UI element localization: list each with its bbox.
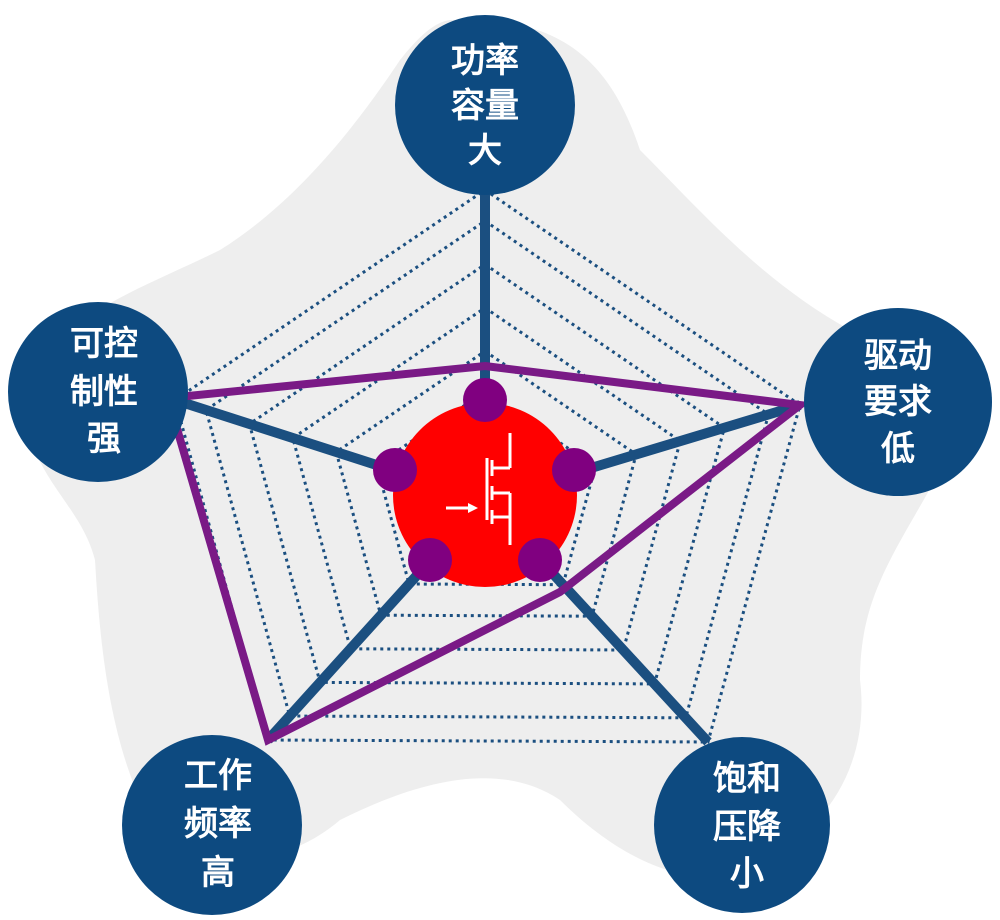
dot-lower-left [408,538,452,582]
node-power-line2: 容量 [451,86,519,126]
grid-ring-2 [334,349,638,618]
grid-ring-3 [291,305,683,652]
node-control-line2: 制性 [70,372,138,412]
node-drive: 驱动 要求 低 [804,308,992,496]
node-frequency-line2: 频率 [184,804,252,844]
node-power-line1: 功率 [451,41,519,81]
grid-ring-4 [247,262,727,686]
node-control-line1: 可控 [70,324,138,364]
node-saturation-line3: 小 [730,854,764,894]
mosfet-icon [446,433,512,545]
dot-top [463,378,507,422]
dot-left [373,448,417,492]
node-saturation: 饱和 压降 小 [654,737,830,913]
node-drive-line2: 要求 [864,382,932,422]
node-frequency-line1: 工作 [184,756,252,796]
node-control-line3: 强 [87,419,121,459]
node-saturation-line2: 压降 [713,807,782,847]
node-power: 功率 容量 大 [395,15,575,195]
dot-lower-right [518,538,562,582]
node-frequency-line3: 高 [201,853,235,893]
dot-right [552,448,596,492]
grid-ring-6 [173,188,802,744]
node-power-line3: 大 [468,131,502,171]
node-control: 可控 制性 强 [8,302,188,482]
node-saturation-line1: 饱和 [713,759,781,799]
node-frequency: 工作 频率 高 [122,735,302,915]
node-drive-line1: 驱动 [864,336,932,376]
grid-ring-5 [204,219,771,720]
profile-polygon [162,361,811,746]
node-drive-line3: 低 [881,429,915,469]
